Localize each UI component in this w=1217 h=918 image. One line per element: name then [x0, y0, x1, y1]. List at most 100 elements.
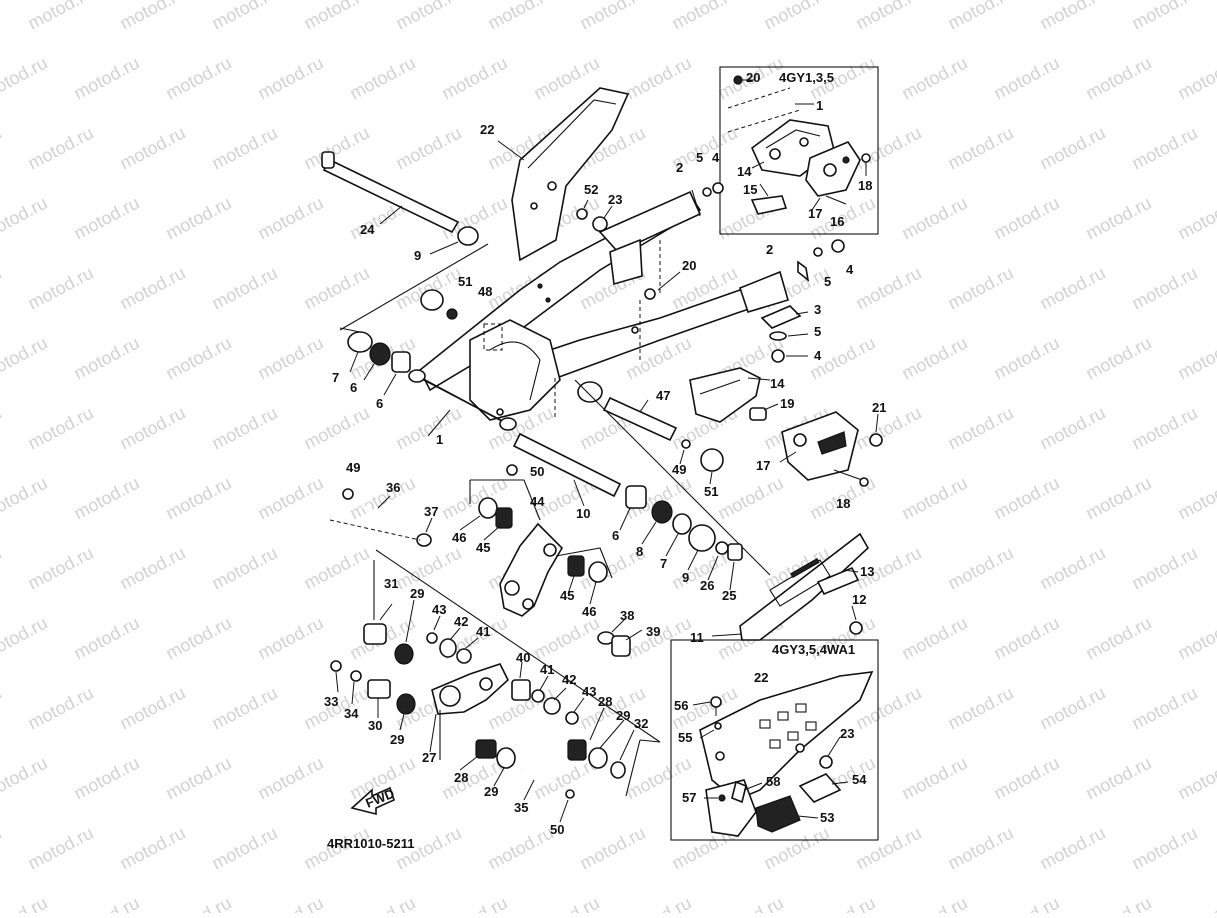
callout-9b: 9 [682, 570, 689, 585]
inset-top-parts [727, 75, 871, 215]
watermark-text: motod.ru [208, 543, 280, 594]
callout-17b: 17 [756, 458, 770, 473]
watermark-text: motod.ru [1036, 263, 1108, 314]
inset-title-bottom: 4GY3,5,4WA1 [772, 642, 855, 657]
watermark-text: motod.ru [0, 403, 5, 454]
watermark-text: motod.ru [990, 613, 1062, 664]
watermark-text: motod.ru [484, 0, 556, 34]
callout-50b: 50 [550, 822, 564, 837]
callout-43b: 43 [582, 684, 596, 699]
watermark-text: motod.ru [576, 823, 648, 874]
watermark-text: motod.ru [1128, 543, 1200, 594]
watermark-text: motod.ru [254, 893, 326, 913]
callout-31: 31 [384, 576, 398, 591]
callout-50a: 50 [530, 464, 544, 479]
watermark-text: motod.ru [24, 823, 96, 874]
watermark-text: motod.ru [1082, 193, 1154, 244]
watermark-text: motod.ru [852, 823, 924, 874]
watermark-text: motod.ru [208, 823, 280, 874]
watermark-text: motod.ru [116, 0, 188, 34]
watermark-text: motod.ru [300, 263, 372, 314]
watermark-text: motod.ru [162, 613, 234, 664]
watermark-text: motod.ru [668, 0, 740, 34]
watermark-text: motod.ru [1174, 473, 1217, 524]
callout-36: 36 [386, 480, 400, 495]
watermark-text: motod.ru [990, 753, 1062, 804]
watermark-text: motod.ru [990, 473, 1062, 524]
watermark-text: motod.ru [0, 893, 51, 913]
inset-top-right [719, 66, 879, 235]
watermark-text: motod.ru [1128, 683, 1200, 734]
watermark-text: motod.ru [530, 613, 602, 664]
callout-12: 12 [852, 592, 866, 607]
callout-13: 13 [860, 564, 874, 579]
watermark-text: motod.ru [1174, 613, 1217, 664]
callout-33: 33 [324, 694, 338, 709]
watermark-text: motod.ru [70, 753, 142, 804]
watermark-text: motod.ru [990, 893, 1062, 913]
watermark-text: motod.ru [576, 0, 648, 34]
watermark-text: motod.ru [208, 683, 280, 734]
callout-54: 54 [852, 772, 867, 787]
watermark-text: motod.ru [1128, 123, 1200, 174]
watermark-text: motod.ru [392, 403, 464, 454]
callout-27: 27 [422, 750, 436, 765]
watermark-text: motod.ru [806, 893, 878, 913]
watermark-text: motod.ru [1174, 333, 1217, 384]
callout-8: 8 [636, 544, 643, 559]
watermark-text: motod.ru [1174, 753, 1217, 804]
watermark-text: motod.ru [24, 403, 96, 454]
watermark-text: motod.ru [208, 0, 280, 34]
callout-23a: 23 [608, 192, 622, 207]
callout-16: 16 [830, 214, 844, 229]
watermark-text: motod.ru [162, 193, 234, 244]
inset-title-top: 4GY1,3,5 [779, 70, 834, 85]
watermark-text: motod.ru [852, 0, 924, 34]
callout-9a: 9 [414, 248, 421, 263]
watermark-text: motod.ru [300, 543, 372, 594]
watermark-text: motod.ru [116, 403, 188, 454]
watermark-text: motod.ru [1082, 333, 1154, 384]
callout-11: 11 [690, 630, 704, 645]
callout-7b: 7 [660, 556, 667, 571]
watermark-text: motod.ru [70, 193, 142, 244]
watermark-text: motod.ru [254, 193, 326, 244]
callout-32: 32 [634, 716, 648, 731]
callout-22a: 22 [480, 122, 494, 137]
callout-40: 40 [516, 650, 530, 665]
watermark-text: motod.ru [944, 683, 1016, 734]
watermark-text: motod.ru [70, 473, 142, 524]
callout-35: 35 [514, 800, 528, 815]
callout-15: 15 [743, 182, 757, 197]
watermark-text: motod.ru [254, 333, 326, 384]
callout-37: 37 [424, 504, 438, 519]
part-24-pivot-shaft [321, 151, 460, 234]
callout-39: 39 [646, 624, 660, 639]
callout-49b: 49 [346, 460, 360, 475]
watermark-text: motod.ru [1036, 403, 1108, 454]
watermark-text: motod.ru [1174, 53, 1217, 104]
callout-14b: 14 [770, 376, 785, 391]
watermark-text: motod.ru [116, 263, 188, 314]
watermark-text: motod.ru [162, 333, 234, 384]
watermark-text: motod.ru [1082, 753, 1154, 804]
callout-42a: 42 [454, 614, 468, 629]
watermark-text: motod.ru [116, 543, 188, 594]
watermark-text: motod.ru [852, 123, 924, 174]
watermark-text: motod.ru [254, 753, 326, 804]
watermark-text: motod.ru [0, 753, 51, 804]
watermark-text: motod.ru [392, 0, 464, 34]
callout-49a: 49 [672, 462, 686, 477]
callout-10: 10 [576, 506, 590, 521]
callout-46b: 46 [582, 604, 596, 619]
watermark-text: motod.ru [392, 123, 464, 174]
watermark-text: motod.ru [714, 893, 786, 913]
callout-28b: 28 [454, 770, 468, 785]
watermark-text: motod.ru [944, 543, 1016, 594]
callout-34: 34 [344, 706, 359, 721]
callout-51a: 51 [458, 274, 472, 289]
callout-1a: 1 [436, 432, 443, 447]
watermark-text: motod.ru [760, 0, 832, 34]
